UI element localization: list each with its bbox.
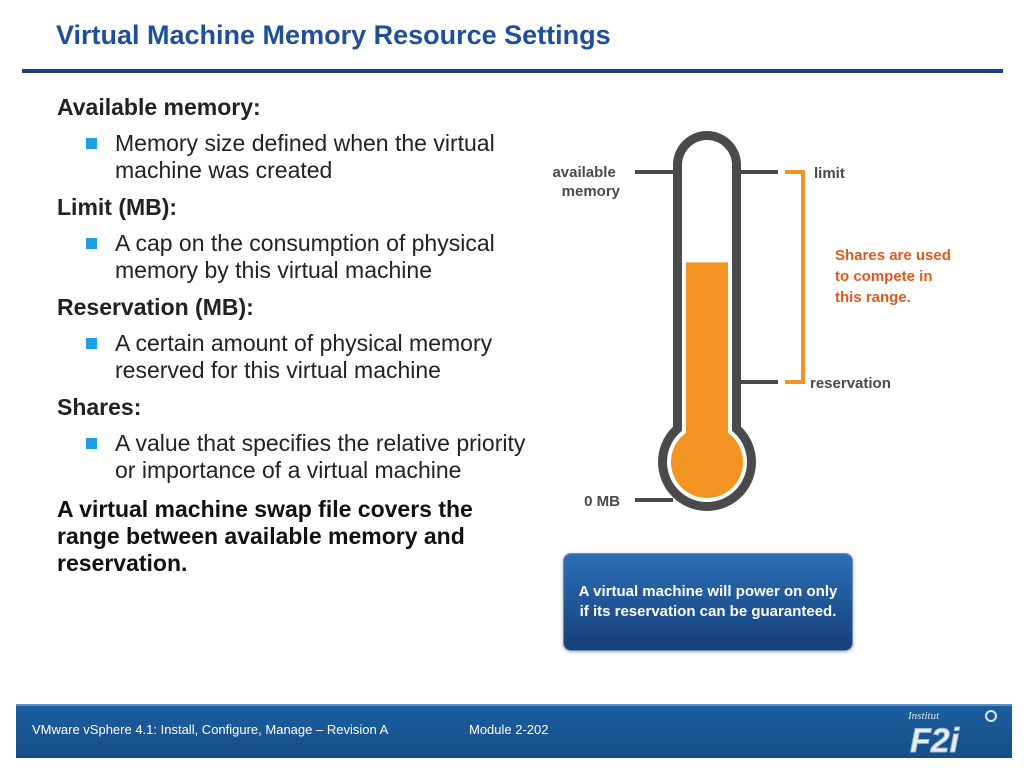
- bullet-text: A certain amount of physical memory rese…: [115, 330, 493, 383]
- footer-module-number: Module 2-202: [469, 722, 549, 737]
- label-shares: Shares are used to compete in this range…: [835, 247, 955, 306]
- thermometer-diagram: available memory limit Shares are used t…: [552, 131, 955, 511]
- section-available-memory: Available memory: Memory size defined wh…: [57, 94, 532, 184]
- thermometer-bulb-fill: [671, 426, 743, 498]
- bullet-text: Memory size defined when the virtual mac…: [115, 130, 495, 183]
- footer-course-title: VMware vSphere 4.1: Install, Configure, …: [32, 722, 389, 737]
- bullet-square-icon: [86, 338, 97, 349]
- f2i-logo: Institut F2i: [907, 710, 997, 756]
- bullet-square-icon: [86, 438, 97, 449]
- bullet-square-icon: [86, 238, 97, 249]
- label-limit: limit: [814, 165, 845, 182]
- bullet-square-icon: [86, 138, 97, 149]
- label-zero-mb: 0 MB: [584, 493, 620, 510]
- label-available-memory: available memory: [552, 164, 620, 200]
- section-heading: Available memory:: [57, 94, 261, 120]
- swap-file-summary: A virtual machine swap file covers the r…: [57, 496, 473, 576]
- bullet-item: A value that specifies the relative prio…: [57, 430, 532, 484]
- section-shares: Shares: A value that specifies the relat…: [57, 394, 532, 484]
- title-divider: [22, 69, 1003, 73]
- bullet-text: A cap on the consumption of physical mem…: [115, 230, 495, 283]
- bullet-text: A value that specifies the relative prio…: [115, 430, 526, 483]
- content-list: Available memory: Memory size defined wh…: [57, 94, 532, 577]
- callout-text: A virtual machine will power on only if …: [578, 583, 838, 620]
- footer-bar: VMware vSphere 4.1: Install, Configure, …: [16, 704, 1012, 758]
- section-limit: Limit (MB): A cap on the consumption of …: [57, 194, 532, 284]
- section-heading: Shares:: [57, 394, 142, 420]
- svg-text:F2i: F2i: [910, 722, 961, 756]
- slide-title: Virtual Machine Memory Resource Settings: [56, 20, 611, 50]
- bullet-item: A certain amount of physical memory rese…: [57, 330, 532, 384]
- power-on-callout: A virtual machine will power on only if …: [563, 553, 853, 651]
- section-heading: Limit (MB):: [57, 194, 178, 220]
- bullet-item: Memory size defined when the virtual mac…: [57, 130, 532, 184]
- section-reservation: Reservation (MB): A certain amount of ph…: [57, 294, 532, 384]
- bullet-item: A cap on the consumption of physical mem…: [57, 230, 532, 284]
- section-heading: Reservation (MB):: [57, 294, 254, 320]
- svg-text:Institut: Institut: [907, 710, 940, 722]
- label-reservation: reservation: [810, 375, 891, 392]
- shares-range-bracket: [785, 170, 805, 384]
